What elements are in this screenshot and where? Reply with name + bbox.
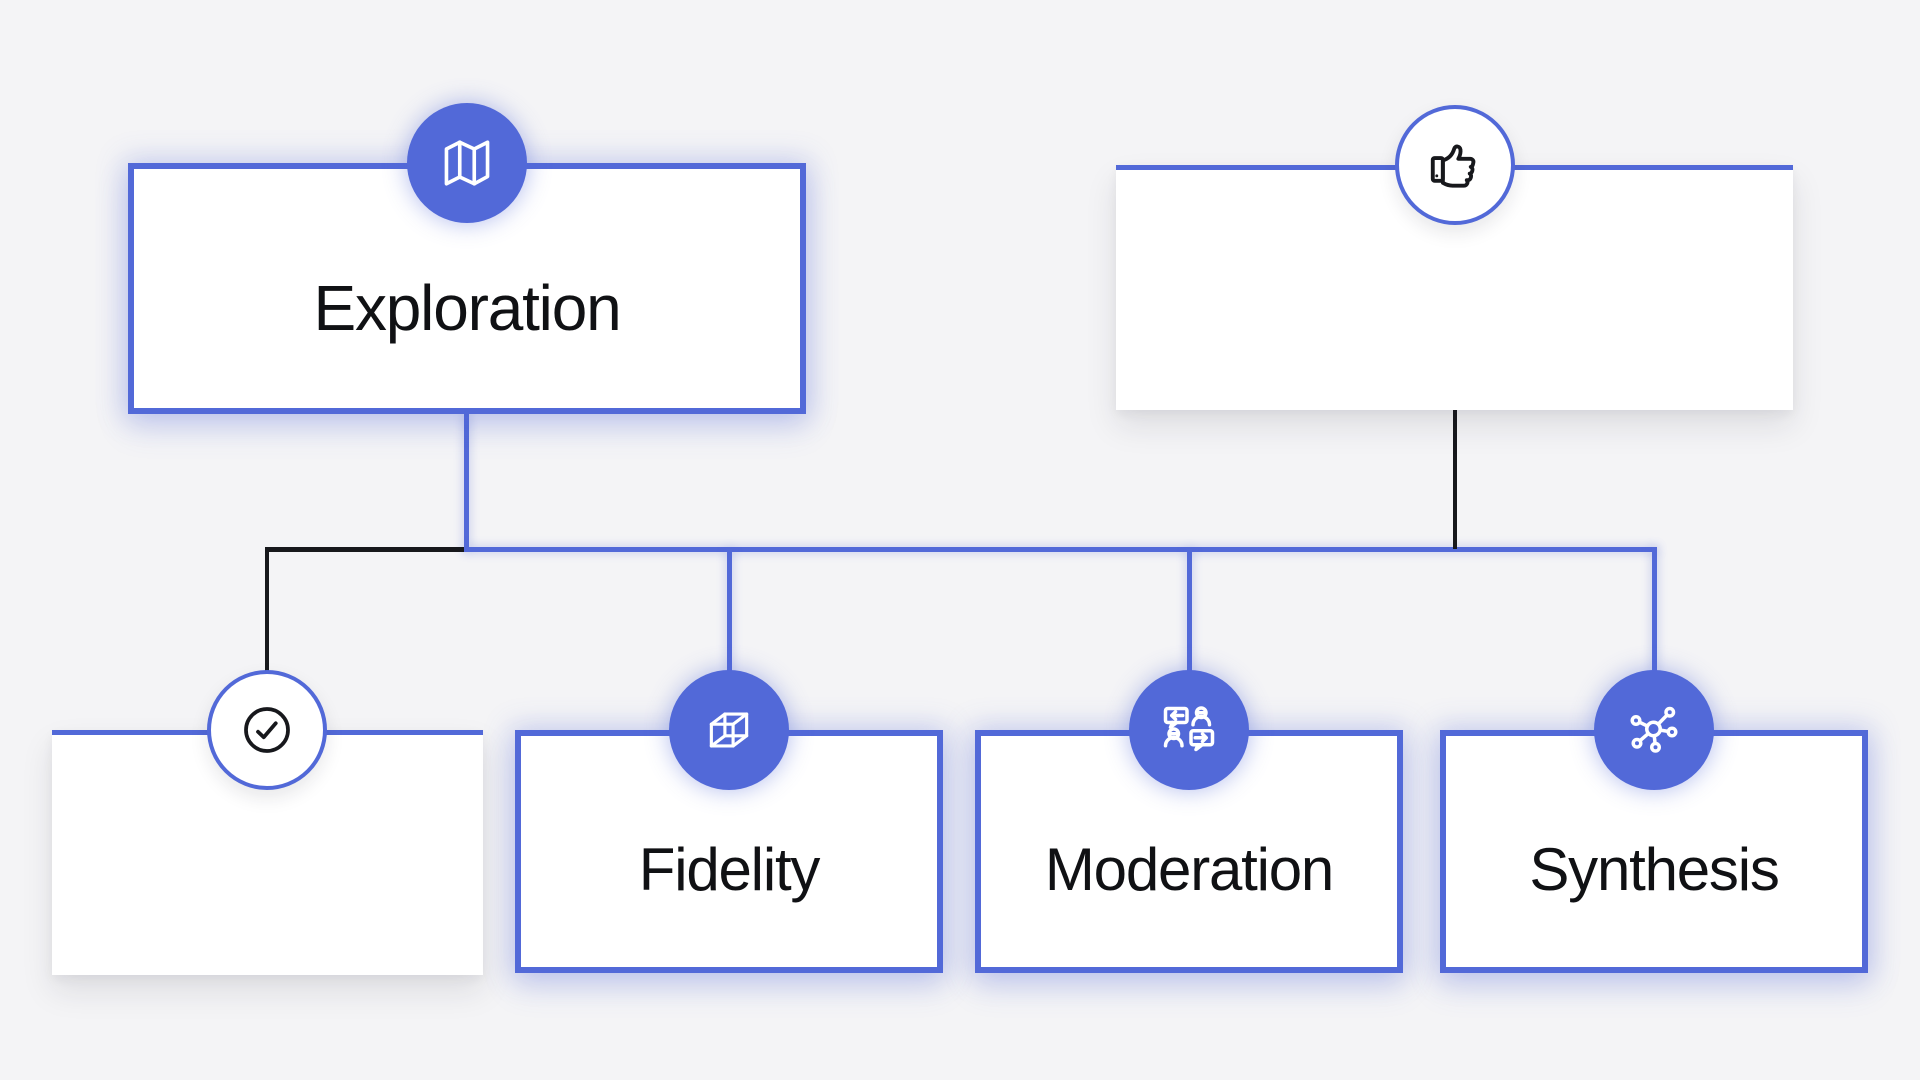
connector-check-down [265,549,269,675]
node-exploration-label: Exploration [313,271,622,344]
node-synthesis: Synthesis [1440,730,1868,973]
exploration-badge [407,103,527,223]
node-synthesis-label: Synthesis [1529,836,1780,903]
node-moderation-label: Moderation [1044,836,1334,903]
connector-approval-down [1453,408,1457,549]
synthesis-badge [1594,670,1714,790]
thumbs-up-icon [1424,134,1486,196]
cube-icon [700,701,758,759]
connector-fidelity-down [727,549,732,675]
map-icon [438,134,496,192]
node-fidelity-label: Fidelity [638,836,821,903]
fidelity-badge [669,670,789,790]
connector-horizontal-bus [464,547,1657,552]
approval-badge [1395,105,1515,225]
check-circle-icon [237,700,297,760]
check-badge [207,670,327,790]
connector-horizontal-left [265,547,464,552]
moderation-badge [1129,670,1249,790]
connector-exploration-down [464,412,469,550]
connector-synthesis-down [1652,547,1657,675]
conversation-icon [1159,700,1219,760]
connector-moderation-down [1187,549,1192,675]
node-fidelity: Fidelity [515,730,943,973]
network-icon [1624,700,1684,760]
